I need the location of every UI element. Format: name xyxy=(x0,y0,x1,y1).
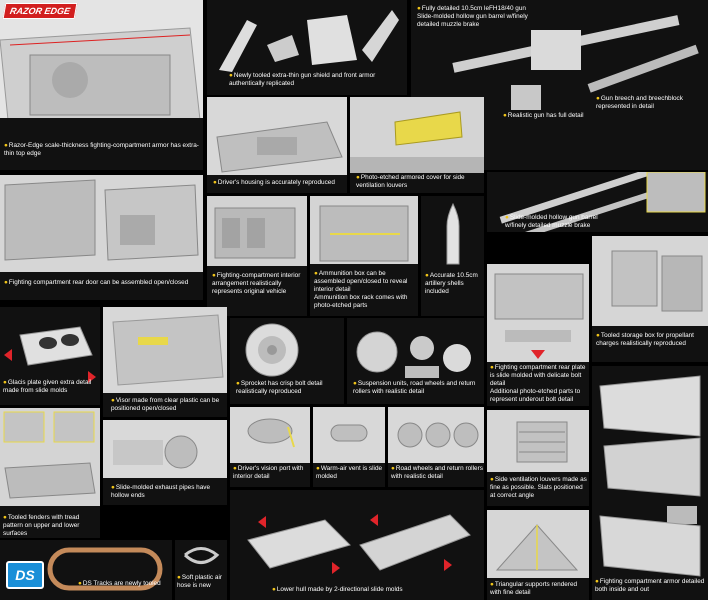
air-hose-render xyxy=(183,547,220,564)
lower-hull-panel: ●Lower hull made by 2-directional slide … xyxy=(230,490,484,600)
caption-ds-tracks: ●DS Tracks are newly tooled xyxy=(78,580,161,587)
shell-render xyxy=(446,202,460,265)
warm-air-panel: ●Warm-air vent is slide molded xyxy=(313,407,385,487)
ds-tracks-panel: ●DS Tracks are newly tooled xyxy=(0,540,172,600)
barrel-render xyxy=(499,172,706,232)
exhaust-render xyxy=(103,420,227,505)
ds-logo: DS xyxy=(6,561,44,589)
caption-ammo-box: ●Ammunition box can be assembled open/cl… xyxy=(314,270,408,309)
caption-sprocket: ●Sprocket has crisp bolt detail realisti… xyxy=(236,380,323,395)
upper-hull-render xyxy=(0,0,203,170)
photo-etched-cover-panel: ●Photo-etched armored cover for side ven… xyxy=(350,97,484,193)
visor-panel: ●Visor made from clear plastic can be po… xyxy=(103,307,227,417)
louvers-render xyxy=(487,410,589,506)
caption-storage-box: ●Tooled storage box for propellant charg… xyxy=(596,332,694,347)
caption-lower-hull: ●Lower hull made by 2-directional slide … xyxy=(272,586,403,593)
sprocket-render xyxy=(245,323,299,377)
caption-gun-detail: ●Fully detailed 10.5cm leFH18/40 gun Sli… xyxy=(417,5,528,28)
rear-plate-render xyxy=(487,264,589,406)
caption-road-wheels: ●Road wheels and return rollers with rea… xyxy=(391,465,483,480)
razor-edge-logo: RAZOR EDGE xyxy=(2,3,78,19)
ds-track-render xyxy=(47,547,163,591)
armor-plates-render xyxy=(599,375,701,577)
ventilation-cover-render xyxy=(350,97,484,193)
gun-shield-panel: ●Newly tooled extra-thin gun shield and … xyxy=(207,0,407,95)
shells-panel: ●Accurate 10.5cm artillery shells includ… xyxy=(421,196,484,316)
exhaust-panel: ●Slide-molded exhaust pipes have hollow … xyxy=(103,420,227,505)
glacis-render xyxy=(4,326,96,383)
gun-render xyxy=(452,15,699,110)
armor-inside-out-panel: ●Fighting compartment armor detailed bot… xyxy=(592,366,708,600)
visor-render xyxy=(103,307,227,417)
louvers-panel: ●Side ventilation louvers made as fine a… xyxy=(487,410,589,506)
caption-shells: ●Accurate 10.5cm artillery shells includ… xyxy=(425,272,478,295)
storage-box-panel: ●Tooled storage box for propellant charg… xyxy=(592,236,708,362)
rear-plate-panel: ●Fighting compartment rear plate is slid… xyxy=(487,264,589,406)
caption-fenders: ●Tooled fenders with tread pattern on up… xyxy=(3,514,80,537)
caption-armor-inside-out: ●Fighting compartment armor detailed bot… xyxy=(595,578,705,593)
caption-exhaust: ●Slide-molded exhaust pipes have hollow … xyxy=(111,484,211,499)
fenders-render xyxy=(0,408,100,538)
caption-glacis: ●Glacis plate given extra detail made fr… xyxy=(3,379,92,394)
ammo-box-panel: ●Ammunition box can be assembled open/cl… xyxy=(310,196,418,316)
caption-barrel: ●Slide-molded hollow gun barrel w/finely… xyxy=(505,214,598,229)
suspension-render xyxy=(356,331,471,378)
warm-air-vent-render xyxy=(313,407,385,487)
air-hose-panel: ●Soft plastic air hose is new xyxy=(175,540,227,600)
interior-panel: ●Fighting-compartment interior arrangeme… xyxy=(207,196,307,316)
road-wheels-render xyxy=(388,407,484,487)
barrel-panel: ●Slide-molded hollow gun barrel w/finely… xyxy=(487,172,708,232)
vision-port-panel: ●Driver's vision port with interior deta… xyxy=(230,407,310,487)
drivers-housing-panel: ●Driver's housing is accurately reproduc… xyxy=(207,97,347,193)
caption-suspension: ●Suspension units, road wheels and retur… xyxy=(353,380,476,395)
rear-door-render xyxy=(0,175,203,300)
caption-triangular: ●Triangular supports rendered with fine … xyxy=(490,581,578,596)
rear-door-panel: ●Fighting compartment rear door can be a… xyxy=(0,175,203,300)
razor-edge-panel: RAZOR EDGE ●Razor-Edge scale-thickness f… xyxy=(0,0,203,170)
caption-photo-etched-cover: ●Photo-etched armored cover for side ven… xyxy=(356,174,465,189)
glacis-panel: ●Glacis plate given extra detail made fr… xyxy=(0,307,100,405)
triangular-panel: ●Triangular supports rendered with fine … xyxy=(487,510,589,600)
interior-render xyxy=(207,196,307,316)
caption-air-hose: ●Soft plastic air hose is new xyxy=(177,574,223,589)
caption-rear-door: ●Fighting compartment rear door can be a… xyxy=(4,279,189,286)
lower-hull-render xyxy=(247,514,471,574)
fenders-panel: ●Tooled fenders with tread pattern on up… xyxy=(0,408,100,538)
caption-realistic-gun: ●Realistic gun has full detail xyxy=(503,112,584,119)
caption-interior: ●Fighting-compartment interior arrangeme… xyxy=(212,272,301,295)
drivers-housing-render xyxy=(207,97,347,193)
caption-breech: ●Gun breech and breechblock represented … xyxy=(596,95,683,110)
caption-rear-plate: ●Fighting compartment rear plate is slid… xyxy=(490,364,586,403)
caption-louvers: ●Side ventilation louvers made as fine a… xyxy=(490,476,587,499)
caption-drivers-housing: ●Driver's housing is accurately reproduc… xyxy=(213,179,335,186)
caption-razor-edge: ●Razor-Edge scale-thickness fighting-com… xyxy=(4,142,199,157)
sprocket-panel: ●Sprocket has crisp bolt detail realisti… xyxy=(230,318,344,404)
caption-visor: ●Visor made from clear plastic can be po… xyxy=(111,397,220,412)
caption-warm-air: ●Warm-air vent is slide molded xyxy=(316,465,383,480)
ammo-box-render xyxy=(310,196,418,316)
suspension-panel: ●Suspension units, road wheels and retur… xyxy=(347,318,484,404)
caption-gun-shield: ●Newly tooled extra-thin gun shield and … xyxy=(229,72,376,87)
triangular-supports-render xyxy=(487,510,589,600)
vision-port-render xyxy=(230,407,310,487)
storage-box-render xyxy=(592,236,708,362)
gun-shield-render xyxy=(219,10,399,72)
caption-vision-port: ●Driver's vision port with interior deta… xyxy=(233,465,304,480)
road-wheels-panel: ●Road wheels and return rollers with rea… xyxy=(388,407,484,487)
